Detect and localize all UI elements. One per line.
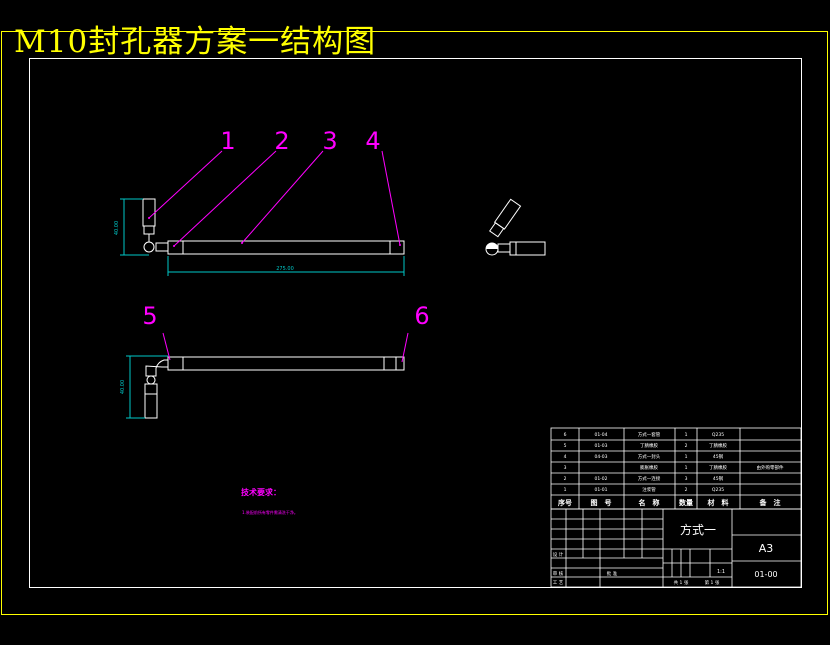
- bom-cell: 01-01: [594, 487, 607, 493]
- inner-frame: [29, 58, 802, 588]
- leader-6: [401, 332, 409, 363]
- bom-cell: 方式一套管: [638, 431, 661, 438]
- sheet-count: 共 1 张: [674, 579, 689, 586]
- check-label: 审 核: [553, 570, 564, 577]
- callout-1: 1: [220, 127, 235, 155]
- title-block-text: 方式一 A3 01-00 设 计 审 核 工 艺 批 准 1:1 共 1 张 第…: [553, 522, 778, 586]
- bottom-handle: [144, 383, 158, 419]
- bom-cell: 3: [685, 476, 688, 482]
- top-handle: [142, 198, 156, 227]
- bom-cell: 1: [685, 454, 688, 460]
- bottom-assembly-view: 40.00 5 6: [120, 302, 430, 419]
- top-tube: [167, 240, 405, 255]
- callout-2: 2: [274, 127, 289, 155]
- leader-4: [381, 150, 401, 246]
- bom-cell: 04-03: [594, 454, 607, 460]
- bom-cell: 方式一封头: [638, 453, 661, 460]
- bom-cell: 5: [564, 443, 567, 449]
- bom-cell: Q235: [712, 432, 724, 438]
- bom-cell: 6: [564, 432, 567, 438]
- top-joint: [143, 241, 155, 253]
- bom-cell: Q235: [712, 487, 724, 493]
- sheet-number: 第 1 张: [705, 579, 720, 586]
- bom-cell: 3: [564, 465, 567, 471]
- bom-cell: 45钢: [713, 475, 724, 482]
- bom-cell: 方式一连接: [638, 475, 661, 482]
- design-label: 设 计: [553, 551, 564, 558]
- scale: 1:1: [717, 569, 725, 575]
- title-block: [550, 508, 802, 588]
- bom-cell: 1: [685, 465, 688, 471]
- bom-cell: 01-03: [594, 443, 607, 449]
- approve-label: 批 准: [607, 570, 618, 577]
- callout-6: 6: [414, 302, 429, 330]
- process-label: 工 艺: [553, 580, 564, 586]
- callout-3: 3: [322, 127, 337, 155]
- bom-cell: 4: [564, 454, 567, 460]
- drawing-name: 方式一: [680, 522, 716, 537]
- bom-header-code: 图 号: [591, 498, 612, 507]
- bom-header-material: 材 料: [707, 498, 729, 507]
- callout-5: 5: [142, 302, 157, 330]
- tech-requirements-line: 1.装配前所有零件需清洗干净。: [242, 509, 298, 515]
- outer-frame: [1, 31, 828, 615]
- leader-3: [241, 150, 324, 244]
- callout-4: 4: [365, 127, 380, 155]
- bom-header-seq: 序号: [557, 498, 572, 507]
- bom-cell: 1: [685, 432, 688, 438]
- top-handle-neck: [143, 225, 155, 235]
- bom-cell: 1: [564, 487, 567, 493]
- bom-cell: 丁腈橡胶: [709, 464, 727, 471]
- bom-cell: 01-04: [594, 432, 607, 438]
- bottom-tube: [167, 356, 405, 371]
- bom-table: [550, 427, 802, 510]
- bom-cell: 45钢: [713, 453, 724, 460]
- bom-cell: 2: [685, 443, 688, 449]
- bom-cell: 由外购零部件: [757, 464, 784, 471]
- top-assembly-view: 40.00 275.00 1 2 3 4: [114, 127, 405, 276]
- drawing-title: M10封孔器方案一结构图: [14, 24, 377, 60]
- joint-detail-view: [485, 198, 546, 256]
- leader-2: [173, 150, 277, 247]
- bom-header-qty: 数量: [679, 498, 693, 507]
- sheet-size: A3: [759, 542, 774, 555]
- tech-requirements-heading: 技术要求：: [241, 487, 281, 497]
- leader-5: [162, 332, 171, 361]
- drawing-number: 01-00: [754, 570, 777, 579]
- leader-1: [148, 150, 223, 219]
- dim-top-length: 275.00: [276, 266, 294, 272]
- bom-cell: 2: [685, 487, 688, 493]
- dim-top-height: 40.00: [114, 221, 120, 235]
- bom-header-note: 备 注: [759, 498, 781, 507]
- bom-rows: 6 01-04 方式一套管 1 Q235 5 01-03 丁腈橡胶 2 丁腈橡胶…: [557, 431, 784, 507]
- bom-cell: 01-02: [594, 476, 607, 482]
- bom-cell: 注浆管: [642, 486, 656, 493]
- bom-cell: 2: [564, 476, 567, 482]
- bom-cell: 丁腈橡胶: [709, 442, 727, 449]
- bom-cell: 丁腈橡胶: [640, 442, 658, 449]
- bom-header-name: 名 称: [639, 498, 660, 507]
- dim-bottom-height: 40.00: [120, 380, 126, 394]
- bom-cell: 膨胀橡胶: [640, 464, 658, 471]
